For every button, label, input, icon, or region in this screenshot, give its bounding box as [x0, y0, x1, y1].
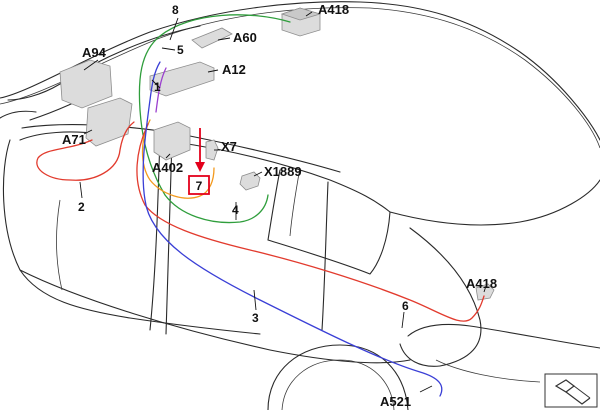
view-direction-icon	[544, 373, 598, 408]
wires	[36, 14, 485, 397]
front-door-outline	[2, 139, 261, 335]
highlight-arrow-head	[195, 162, 205, 172]
label-a418-top: A418	[318, 2, 349, 17]
leader-a402	[165, 153, 171, 159]
leader-a418-rear	[483, 285, 487, 293]
roof-line	[0, 1, 600, 141]
highlight-box[interactable]	[188, 175, 210, 195]
label-a521: A521	[380, 394, 411, 409]
label-a71: A71	[62, 132, 86, 147]
callout-number-6: 6	[402, 299, 409, 313]
module-x7[interactable]	[205, 139, 219, 161]
leader-a521	[419, 385, 433, 393]
leader-2	[79, 181, 83, 199]
callout-number-5: 5	[177, 43, 184, 57]
leader-x1889	[253, 171, 263, 177]
label-x1889: X1889	[264, 164, 302, 179]
labels: A418 A60 A94 A12 A71 A402 X7 X1889 A418 …	[62, 2, 497, 409]
hood-line	[0, 110, 37, 119]
leader-a94	[83, 59, 99, 71]
leader-a418-top	[305, 11, 313, 17]
door-handle-line	[56, 199, 63, 291]
module-a402[interactable]	[153, 121, 191, 161]
rear-wheel-arch-inner	[281, 359, 395, 410]
rear-light-bottom	[399, 343, 441, 367]
wire-blue-3	[142, 61, 443, 397]
leader-1	[151, 79, 161, 89]
label-a12: A12	[222, 62, 246, 77]
label-a60: A60	[233, 30, 257, 45]
module-a94[interactable]	[59, 59, 113, 109]
leader-lines	[79, 11, 487, 393]
callout-number-8: 8	[172, 3, 179, 17]
wire-red-6	[136, 123, 485, 322]
sill-line	[19, 269, 411, 364]
label-x7: X7	[221, 139, 237, 154]
leader-a71	[83, 129, 93, 135]
door-window-line	[289, 167, 301, 237]
rear-quarter-window	[267, 211, 391, 275]
rear-bumper-line	[407, 323, 600, 349]
leader-a60	[217, 37, 231, 41]
module-a418-rear[interactable]	[475, 283, 495, 301]
module-a60[interactable]	[191, 27, 233, 49]
b-pillar-inner	[165, 139, 173, 335]
leader-6	[401, 311, 405, 329]
wire-purple	[155, 67, 167, 113]
b-pillar	[149, 135, 161, 331]
callout-number-1: 1	[154, 80, 161, 94]
module-a71[interactable]	[85, 97, 133, 147]
label-a402: A402	[152, 160, 183, 175]
module-x1889[interactable]	[239, 171, 261, 191]
c-pillar	[321, 181, 329, 331]
wire-orange	[141, 119, 215, 199]
leader-a12	[207, 69, 219, 73]
callout-number-4: 4	[232, 203, 239, 217]
callout-number-3: 3	[252, 311, 259, 325]
wire-red-2	[36, 121, 135, 181]
tailgate-top	[389, 179, 600, 226]
modules	[59, 7, 495, 301]
wire-green	[138, 14, 291, 224]
leader-3	[253, 289, 257, 311]
label-a94: A94	[82, 45, 107, 60]
rear-window-divider	[267, 169, 281, 241]
rear-bumper-lower	[435, 359, 541, 383]
label-a418-rear: A418	[466, 276, 497, 291]
leader-8	[169, 17, 179, 41]
leader-5	[161, 47, 176, 51]
module-a12[interactable]	[149, 61, 215, 97]
callout-number-2: 2	[78, 200, 85, 214]
highlight: 7	[188, 128, 210, 195]
module-a418-top-face	[280, 7, 322, 21]
rear-wheel-arch	[267, 344, 409, 410]
tailgate-outline	[409, 227, 482, 367]
callout-number-7: 7	[196, 179, 203, 193]
